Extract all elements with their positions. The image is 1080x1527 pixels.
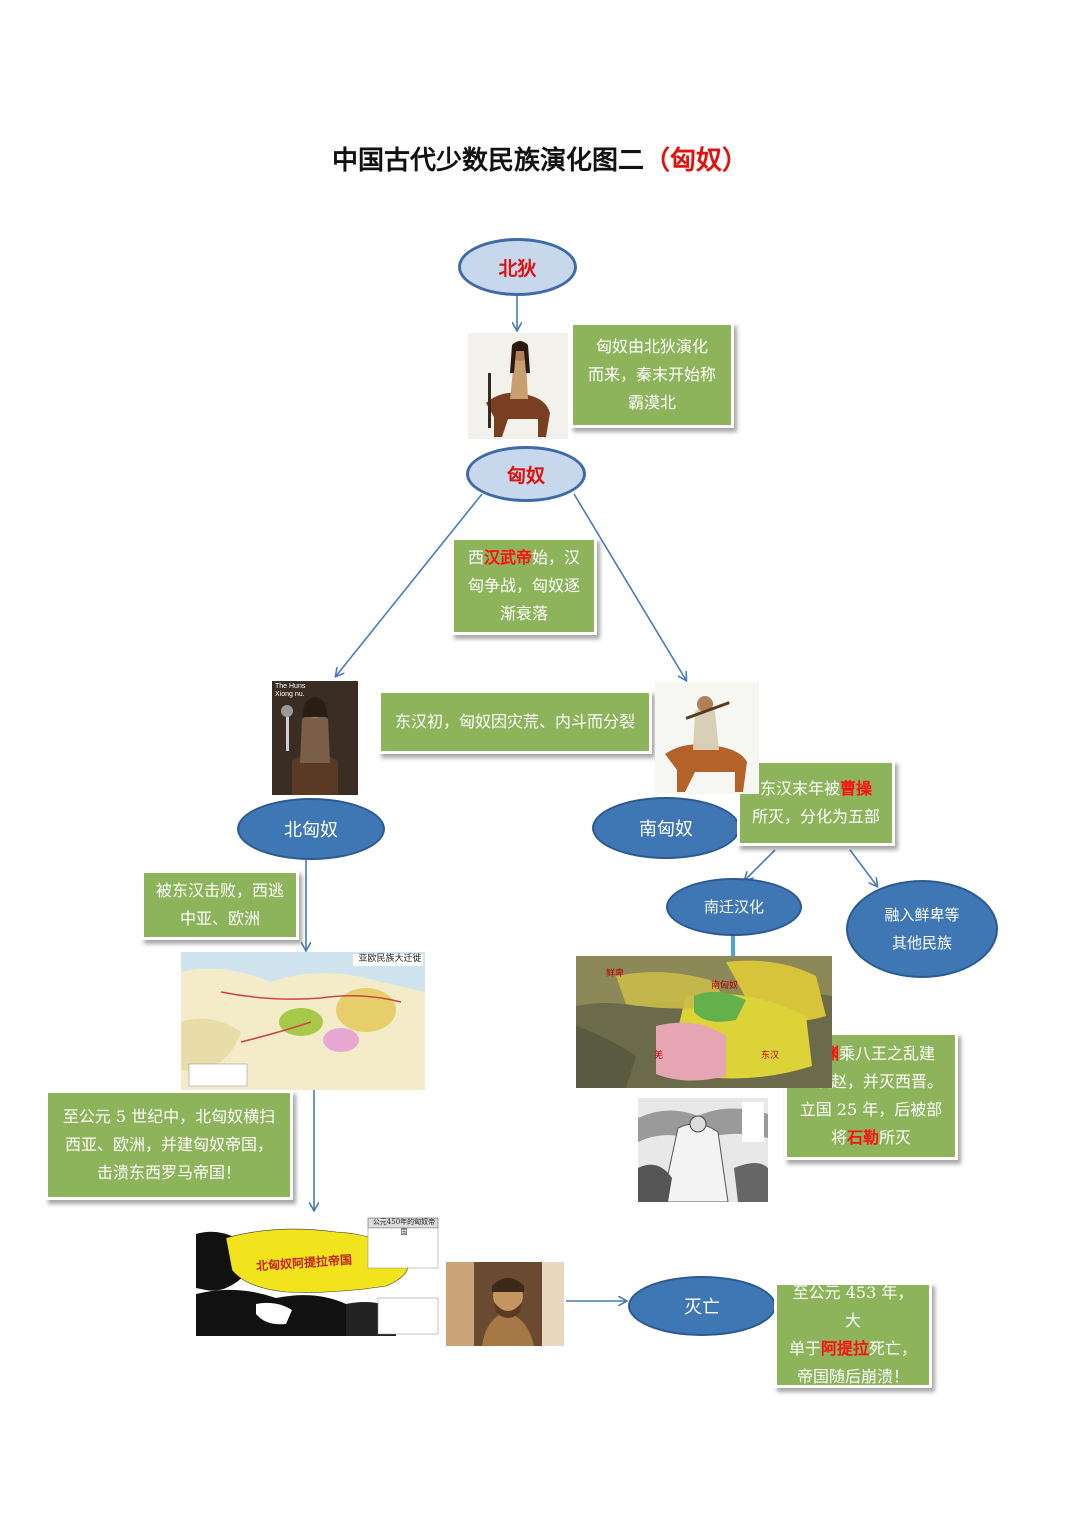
map3-label-xianbei: 鲜卑 <box>606 969 625 979</box>
huns-warrior-image: The Huns Xiong nu. <box>272 681 358 795</box>
south-migration-map: 南匈奴 鲜卑 东汉 羌 <box>576 956 832 1088</box>
attila-empire-map: 公元450年的匈奴帝国 北匈奴阿提拉帝国 <box>196 1214 440 1336</box>
migration-map-title: 亚欧民族大迁徙 <box>358 954 422 964</box>
arrow-xiongnu-to-north <box>336 493 483 676</box>
node-beidi: 北狄 <box>458 238 577 296</box>
page-title: 中国古代少数民族演化图二（匈奴） <box>331 146 749 176</box>
huns-image-label: The Huns Xiong nu. <box>275 683 306 698</box>
eurasian-migration-map: 亚欧民族大迁徙 <box>181 952 425 1090</box>
box-wudi: 西汉武帝始，汉 匈争战，匈奴逐 渐衰落 <box>451 537 597 635</box>
south-horseman-image <box>655 682 759 794</box>
attila-statue-image <box>446 1262 564 1346</box>
xiongnu-horseman-image <box>468 333 568 439</box>
node-xiongnu: 匈奴 <box>466 446 586 502</box>
map3-label-donghan: 东汉 <box>761 1051 780 1061</box>
arrow-box-to-nanqian <box>745 849 776 880</box>
box-west: 被东汉击败，西逃中亚、欧洲 <box>141 870 299 940</box>
node-north-xiongnu: 北匈奴 <box>237 798 385 860</box>
box-origin: 匈奴由北狄演化而来，秦末开始称霸漠北 <box>570 322 734 428</box>
node-miewang: 灭亡 <box>628 1276 776 1336</box>
box-liuyuan: 刘渊乘八王之乱建 立汉赵，并灭西晋。 立国 25 年，后被部 将石勒所灭 <box>784 1032 958 1160</box>
empire-map-title: 公元450年的匈奴帝国 <box>372 1218 436 1236</box>
box-fifth-century: 至公元 5 世纪中，北匈奴横扫西亚、欧洲，并建匈奴帝国，击溃东西罗马帝国！ <box>45 1090 293 1200</box>
arrow-box-to-rongru <box>849 849 877 886</box>
arrow-xiongnu-to-south <box>573 493 686 680</box>
box-split: 东汉初，匈奴因灾荒、内斗而分裂 <box>378 690 652 754</box>
box-caocao: 东汉末年被曹操 所灭，分化为五部 <box>737 760 895 846</box>
map3-label-qiang: 羌 <box>654 1051 664 1061</box>
map3-label-south: 南匈奴 <box>711 981 739 991</box>
box-attila: 至公元 453 年，大 单于阿提拉死亡， 帝国随后崩溃！ <box>774 1282 932 1388</box>
node-nanqian: 南迁汉化 <box>666 878 802 936</box>
node-rongru: 融入鲜卑等其他民族 <box>846 880 998 978</box>
liuyuan-portrait-image <box>638 1098 768 1202</box>
node-south-xiongnu: 南匈奴 <box>592 797 740 859</box>
